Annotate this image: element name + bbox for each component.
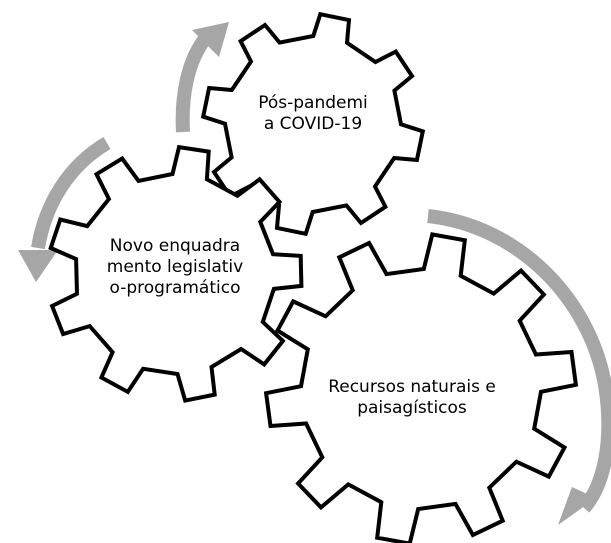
gear-outline <box>263 232 579 543</box>
gear-recursos-naturais <box>263 232 579 543</box>
gear-outline <box>48 144 304 403</box>
gear-label-novo-enquadramento: Novo enquadramento legislativo-programát… <box>106 236 244 298</box>
gear-novo-enquadramento <box>48 144 304 403</box>
arrow-right-head <box>558 487 596 525</box>
gear-label-recursos-naturais: Recursos naturais e paisagísticos <box>328 377 496 418</box>
cycle-arrows <box>18 22 611 525</box>
arrow-left-head <box>18 250 58 282</box>
arrow-left <box>31 136 111 250</box>
arrow-top-left-head <box>192 22 229 57</box>
gear-label-pos-pandemia: Pós-pandemia COVID-19 <box>258 93 368 134</box>
arrow-right <box>427 209 611 513</box>
arrow-top-left <box>175 35 210 133</box>
